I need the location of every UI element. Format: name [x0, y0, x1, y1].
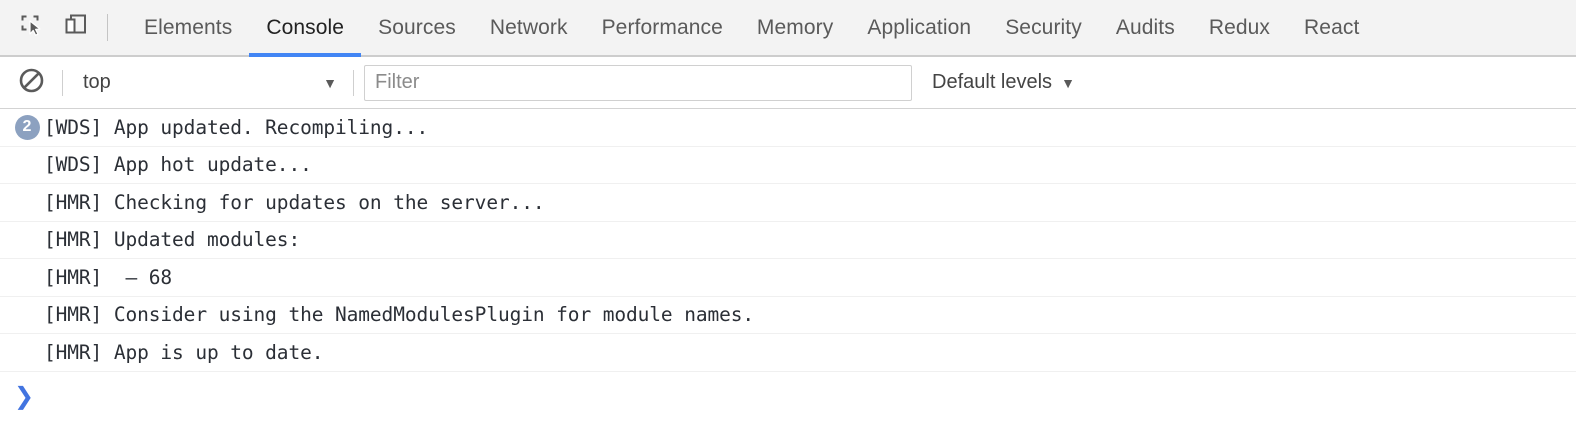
device-toolbar-button[interactable] — [54, 0, 98, 55]
prompt-chevron-icon: ❯ — [14, 381, 35, 410]
log-levels-value: Default levels — [932, 71, 1053, 93]
tab-label: Audits — [1115, 15, 1175, 39]
console-message-text: [HMR] – 68 — [44, 265, 173, 289]
toolbar-divider — [107, 14, 108, 41]
log-levels-selector[interactable]: Default levels ▼ — [926, 66, 1087, 100]
execution-context-selector[interactable]: top ▼ — [73, 66, 343, 100]
console-prompt-row[interactable]: ❯ — [0, 372, 1576, 420]
console-message-text: [HMR] Updated modules: — [44, 228, 301, 252]
tab-label: Memory — [756, 15, 834, 39]
inspect-element-button[interactable] — [10, 0, 54, 55]
console-message-row[interactable]: [HMR] Consider using the NamedModulesPlu… — [0, 297, 1576, 334]
tab-elements[interactable]: Elements — [127, 0, 249, 55]
tab-security[interactable]: Security — [988, 0, 1099, 55]
tab-audits[interactable]: Audits — [1099, 0, 1192, 55]
console-message-row[interactable]: [WDS] App hot update... — [0, 147, 1576, 184]
tab-label: React — [1304, 15, 1360, 39]
console-message-text: [HMR] Checking for updates on the server… — [44, 190, 545, 214]
console-message-row[interactable]: 2 [WDS] App updated. Recompiling... — [0, 109, 1576, 147]
console-message-row[interactable]: [HMR] App is up to date. — [0, 334, 1576, 372]
repeat-count-badge: 2 — [14, 114, 40, 140]
console-message-text: [HMR] App is up to date. — [44, 340, 324, 364]
devtools-tabbar: Elements Console Sources Network Perform… — [0, 0, 1576, 57]
tab-label: Performance — [601, 15, 723, 39]
panel-tabs: Elements Console Sources Network Perform… — [127, 0, 1376, 57]
tab-label: Console — [266, 15, 345, 39]
tab-sources[interactable]: Sources — [361, 0, 473, 55]
console-message-text: [WDS] App updated. Recompiling... — [44, 115, 429, 139]
tab-label: Sources — [378, 15, 456, 39]
filter-input[interactable] — [364, 64, 912, 101]
console-prompt-input[interactable] — [34, 372, 1576, 420]
console-message-text: [HMR] Consider using the NamedModulesPlu… — [44, 303, 755, 327]
console-message-list[interactable]: 2 [WDS] App updated. Recompiling... [WDS… — [0, 109, 1576, 424]
tab-react[interactable]: React — [1287, 0, 1376, 55]
console-message-row[interactable]: [HMR] Checking for updates on the server… — [0, 184, 1576, 222]
console-filter-toolbar: top ▼ Default levels ▼ — [0, 57, 1576, 109]
tab-network[interactable]: Network — [473, 0, 585, 55]
filterbar-divider-1 — [62, 69, 63, 96]
tab-memory[interactable]: Memory — [740, 0, 850, 55]
filterbar-divider-2 — [353, 69, 354, 96]
inspect-element-icon — [19, 12, 45, 43]
chevron-down-icon: ▼ — [323, 74, 337, 91]
tab-label: Security — [1005, 15, 1082, 39]
tab-console[interactable]: Console — [249, 0, 361, 57]
repeat-badge-slot: 2 — [10, 114, 44, 140]
execution-context-value: top — [83, 71, 111, 93]
tab-label: Application — [867, 15, 972, 39]
console-message-text: [WDS] App hot update... — [44, 153, 312, 177]
tab-label: Elements — [144, 15, 233, 39]
tab-performance[interactable]: Performance — [585, 0, 740, 55]
tab-label: Redux — [1208, 15, 1271, 39]
tab-redux[interactable]: Redux — [1192, 0, 1287, 55]
tab-application[interactable]: Application — [850, 0, 988, 55]
chevron-down-icon: ▼ — [1061, 74, 1075, 91]
console-message-row[interactable]: [HMR] – 68 — [0, 259, 1576, 297]
clear-console-button[interactable] — [10, 62, 52, 104]
device-toolbar-icon — [63, 12, 89, 43]
console-message-row[interactable]: [HMR] Updated modules: — [0, 222, 1576, 259]
clear-console-icon — [18, 67, 45, 99]
tab-label: Network — [489, 15, 568, 39]
